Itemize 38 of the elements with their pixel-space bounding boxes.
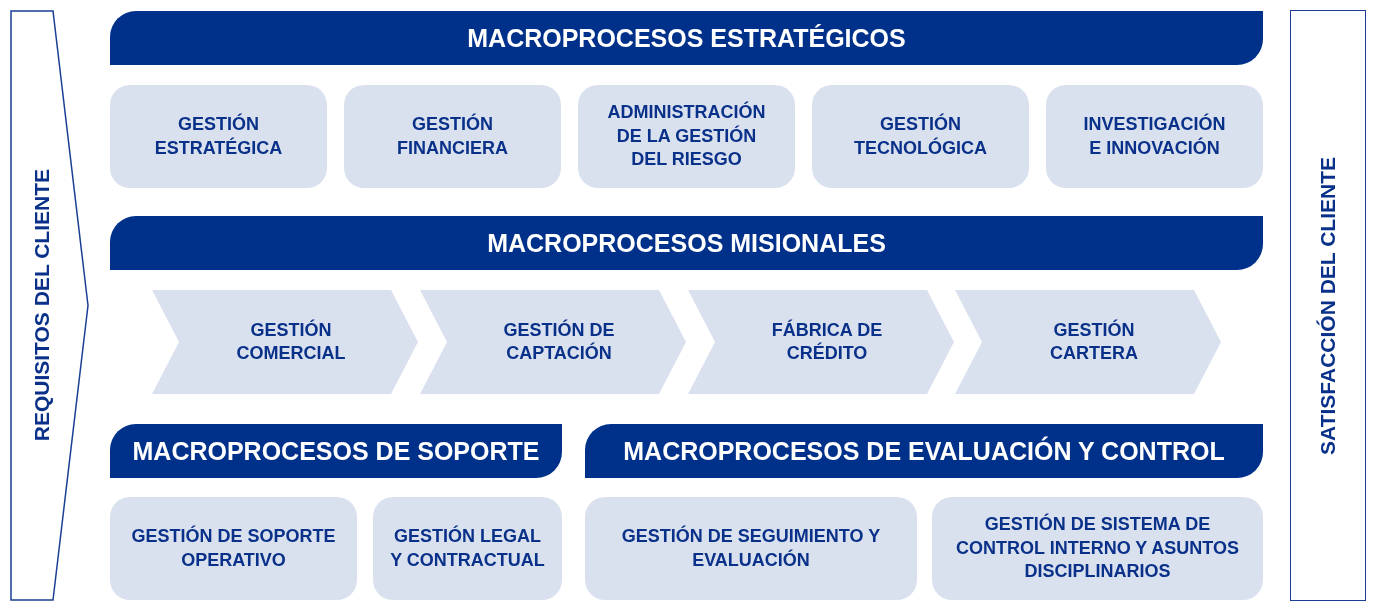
- process-label: GESTIÓN DE SEGUIMIENTO Y EVALUACIÓN: [620, 525, 882, 572]
- process-label: ADMINISTRACIÓN DE LA GESTIÓN DEL RIESGO: [606, 101, 767, 172]
- process-box: [585, 497, 917, 600]
- section-header-band: [110, 424, 562, 478]
- process-box: [344, 85, 561, 188]
- process-label: GESTIÓN LEGAL Y CONTRACTUAL: [389, 525, 546, 572]
- section-title: MACROPROCESOS MISIONALES: [487, 228, 886, 258]
- section-title: MACROPROCESOS DE EVALUACIÓN Y CONTROL: [623, 436, 1225, 466]
- process-label: GESTIÓN TECNOLÓGICA: [853, 113, 988, 160]
- panel-label: SATISFACCIÓN DEL CLIENTE: [1315, 156, 1341, 455]
- section-header-band: [585, 424, 1263, 478]
- section-title: MACROPROCESOS ESTRATÉGICOS: [467, 23, 906, 53]
- process-label: GESTIÓN FINANCIERA: [396, 113, 509, 160]
- step-label: GESTIÓN CARTERA: [1049, 318, 1139, 365]
- panel-label: REQUISITOS DEL CLIENTE: [28, 169, 54, 442]
- process-label: GESTIÓN DE SISTEMA DE CONTROL INTERNO Y ASUNTOS DISCIPLINARIOS: [954, 513, 1240, 584]
- step-label: GESTIÓN DE CAPTACIÓN: [502, 318, 616, 365]
- process-box: [1046, 85, 1263, 188]
- process-label: INVESTIGACIÓN E INNOVACIÓN: [1082, 113, 1227, 160]
- process-label: GESTIÓN DE SOPORTE OPERATIVO: [130, 525, 337, 572]
- process-box: [812, 85, 1029, 188]
- process-box: [110, 85, 327, 188]
- chevron-step: [152, 290, 418, 394]
- process-box: [110, 497, 357, 600]
- process-box: [932, 497, 1263, 600]
- chevron-step: [688, 290, 954, 394]
- process-label: GESTIÓN ESTRATÉGICA: [153, 113, 284, 160]
- section-header-band: [110, 11, 1263, 65]
- section-title: MACROPROCESOS DE SOPORTE: [132, 436, 540, 466]
- side-panel: [1290, 10, 1366, 601]
- process-box: [578, 85, 795, 188]
- step-label: GESTIÓN COMERCIAL: [235, 318, 347, 365]
- process-box: [373, 497, 562, 600]
- section-header-band: [110, 216, 1263, 270]
- arrow-panel: [10, 10, 89, 601]
- chevron-step: [420, 290, 686, 394]
- chevron-step: [955, 290, 1221, 394]
- step-label: FÁBRICA DE CRÉDITO: [770, 318, 884, 365]
